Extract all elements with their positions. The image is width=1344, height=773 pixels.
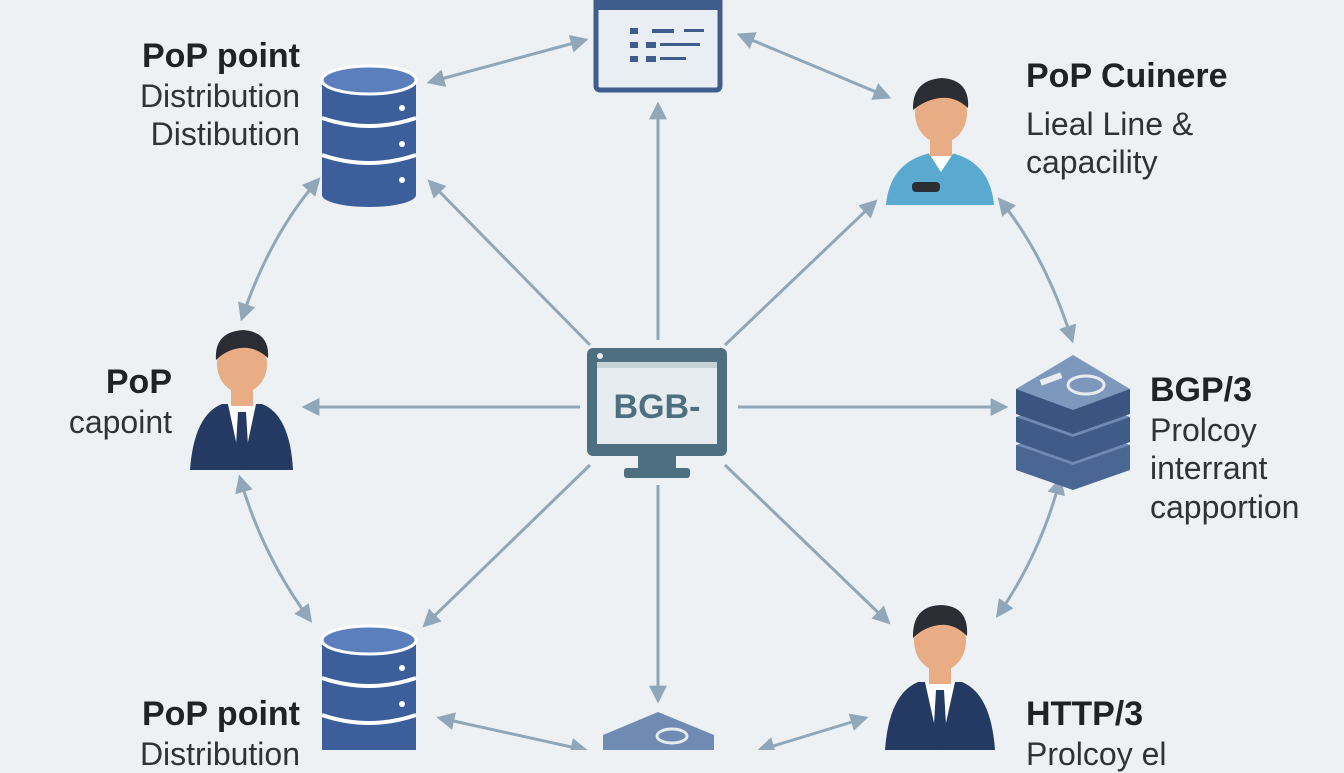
- label-line: capoint: [68, 403, 172, 440]
- monitor-screen-text: BGB-: [614, 388, 701, 426]
- label-top-left: PoP point Distribution Distibution: [140, 36, 300, 154]
- hub-arrows: [301, 101, 1009, 704]
- network-diagram: BGB-: [190, 0, 1130, 750]
- arrow-ring-left-lower: [235, 474, 313, 623]
- label-line: Distribution: [139, 735, 300, 772]
- label-line: Prolcoy: [1150, 411, 1257, 448]
- arrow-hub-top-left: [427, 179, 592, 347]
- database-icon: [320, 64, 418, 207]
- label-title: PoP point: [141, 695, 300, 733]
- label-mid-right: BGP/3 Prolcoy interrant capportion: [1150, 370, 1299, 526]
- person-icon: [190, 330, 293, 470]
- label-line: interrant: [1150, 450, 1268, 487]
- arrow-ring-bottom-right: [756, 713, 869, 750]
- label-title: PoP Cuinere: [1026, 57, 1228, 95]
- label-line: Distibution: [150, 116, 300, 153]
- window-icon: [593, 0, 723, 93]
- server-stack-icon: [603, 712, 714, 750]
- arrow-ring-right-lower: [995, 476, 1065, 618]
- monitor-icon: BGB-: [587, 348, 727, 478]
- arrow-ring-right-upper: [997, 197, 1077, 344]
- label-title: PoP point: [141, 37, 300, 75]
- label-title: PoP: [105, 363, 172, 401]
- label-title: BGP/3: [1150, 371, 1253, 409]
- arrow-hub-top-right: [723, 199, 878, 347]
- ring-arrows: [235, 32, 1077, 750]
- label-line: capportion: [1150, 488, 1300, 525]
- arrow-ring-left-upper: [238, 177, 321, 322]
- label-line: capacility: [1026, 144, 1158, 181]
- label-line: Lieal Line &: [1026, 105, 1194, 142]
- person-icon: [885, 605, 995, 750]
- label-line: Prolcoy el: [1026, 735, 1167, 772]
- label-line: Distribution: [139, 77, 300, 114]
- arrow-ring-top-right: [736, 32, 892, 100]
- label-title: HTTP/3: [1026, 695, 1144, 733]
- label-mid-left: PoP capoint: [69, 362, 172, 441]
- arrow-hub-bottom-left: [422, 463, 592, 628]
- arrow-hub-bottom-right: [723, 463, 891, 625]
- server-stack-icon: [1016, 355, 1130, 490]
- database-icon: [320, 624, 418, 750]
- person-icon: [886, 78, 994, 205]
- label-bottom-right: HTTP/3 Prolcoy el: [1026, 694, 1167, 773]
- arrow-ring-top-left: [426, 35, 589, 87]
- arrow-ring-bottom-left: [436, 712, 589, 750]
- label-top-right: PoP Cuinere Lieal Line & capacility: [1026, 56, 1228, 182]
- label-bottom-left: PoP point Distribution: [140, 694, 300, 773]
